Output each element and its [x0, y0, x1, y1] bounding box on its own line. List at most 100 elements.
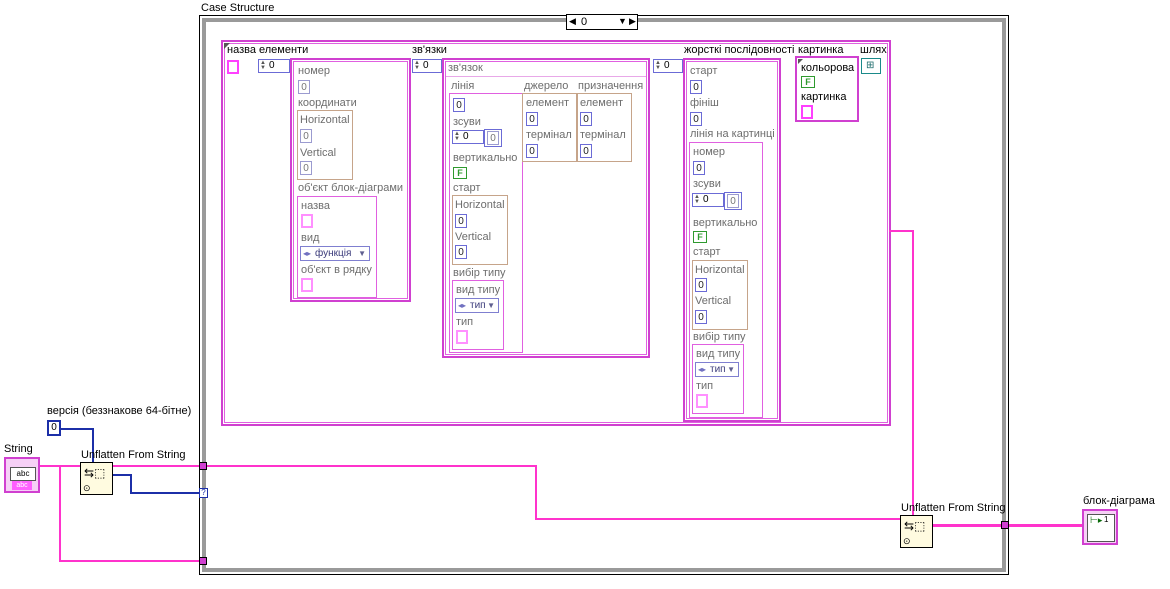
block-diagram-num-icon: 1: [1104, 515, 1109, 524]
links-dest-terminal-value[interactable]: 0: [580, 144, 592, 158]
picture-color-bool[interactable]: F: [801, 76, 815, 88]
rigid-horizontal-value[interactable]: 0: [695, 278, 707, 292]
names-string[interactable]: [227, 60, 239, 74]
names-name-string[interactable]: [301, 214, 313, 228]
links-shifts-value[interactable]: 0: [487, 131, 499, 145]
version-control-label: версія (беззнакове 64-бітне): [47, 405, 192, 417]
rigid-start2-label: старт: [693, 246, 721, 258]
rigid-shifts-spin-icon[interactable]: ▲▼: [694, 194, 700, 205]
names-row-object-string[interactable]: [301, 278, 313, 292]
block-diagram-glyph: ⊢▸ 1: [1087, 514, 1115, 542]
rigid-type-kind-enum[interactable]: ◂▸ тип ▼: [695, 362, 739, 377]
selector-prev-icon[interactable]: ◀: [569, 16, 576, 26]
dropdown-arrow-icon: ▼: [358, 249, 366, 258]
unflatten2-label: Unflatten From String: [901, 502, 1006, 514]
rigid-vertical2-value[interactable]: 0: [695, 310, 707, 324]
rigid-shifts-index[interactable]: ▲▼ 0: [692, 193, 724, 207]
picture-string[interactable]: [801, 105, 813, 119]
label-names: назва елементи: [227, 44, 309, 56]
case-selector-terminal[interactable]: ?: [199, 488, 208, 498]
label-path: шлях: [860, 44, 887, 56]
cluster-corner-icon: [224, 43, 230, 49]
rigid-number-label: номер: [693, 146, 725, 158]
links-vertical2-label: Vertical: [455, 231, 492, 243]
selector-value: 0: [581, 16, 588, 28]
names-array-index[interactable]: ▲▼ 0: [258, 59, 290, 73]
links-dest-terminal-label: термінал: [580, 129, 626, 141]
string-wire: [40, 465, 82, 467]
rigid-array-index[interactable]: ▲▼ 0: [653, 59, 683, 73]
path-constant[interactable]: ⊞: [861, 58, 881, 74]
links-horizontal-value[interactable]: 0: [455, 214, 467, 228]
tunnel-string[interactable]: [199, 462, 207, 470]
names-horizontal-value[interactable]: 0: [300, 129, 312, 143]
block-diagram-indicator[interactable]: ⊢▸ 1: [1082, 509, 1118, 545]
selector-dropdown-icon[interactable]: ▼: [618, 16, 627, 26]
rigid-array-spin-icon[interactable]: ▲▼: [655, 60, 661, 71]
names-number-value[interactable]: 0: [298, 80, 310, 94]
rigid-vertical-label: вертикально: [693, 217, 758, 229]
links-dest-element-label: елемент: [580, 97, 624, 109]
names-bd-object-label: об'єкт блок-діаграми: [298, 182, 404, 194]
names-array-frame-inner: [293, 61, 408, 299]
links-type-value[interactable]: [456, 330, 468, 344]
string-control[interactable]: abc abc: [4, 457, 40, 493]
rigid-type-value[interactable]: [696, 394, 708, 408]
enum-arrows-icon: ◂▸: [458, 301, 467, 310]
links-source-label: джерело: [524, 80, 569, 92]
unflatten2-node[interactable]: ⇆⬚ ⊙: [900, 515, 933, 548]
links-dest-label: призначення: [578, 80, 644, 92]
label-rigid: жорсткі послідовності: [684, 44, 795, 56]
tunnel-string-bottom[interactable]: [199, 557, 207, 565]
names-row-object-label: об'єкт в рядку: [301, 264, 372, 276]
links-horizontal-label: Horizontal: [455, 199, 505, 211]
rigid-type-select-label: вибір типу: [693, 331, 746, 343]
names-array-spin-icon[interactable]: ▲▼: [260, 60, 266, 71]
rigid-type-kind-label: вид типу: [696, 348, 741, 360]
cluster-wire-down: [912, 230, 914, 520]
names-kind-enum[interactable]: ◂▸ функція ▼: [300, 246, 370, 261]
links-type-kind-enum[interactable]: ◂▸ тип ▼: [455, 298, 499, 313]
links-dest-element-value[interactable]: 0: [580, 112, 592, 126]
links-type-select-label: вибір типу: [453, 267, 506, 279]
unflatten-icon: ⇆⬚: [84, 466, 106, 480]
string-wire-passthrough: [112, 465, 537, 467]
rigid-start-value[interactable]: 0: [690, 80, 702, 94]
version-wire-down: [92, 428, 94, 465]
links-type-label: тип: [456, 316, 474, 328]
links-terminal-value[interactable]: 0: [526, 144, 538, 158]
links-array-index[interactable]: ▲▼ 0: [412, 59, 442, 73]
rigid-number-value[interactable]: 0: [693, 161, 705, 175]
rigid-vertical-bool[interactable]: F: [693, 231, 707, 243]
rigid-shifts-value[interactable]: 0: [727, 194, 739, 208]
links-line-value[interactable]: 0: [453, 98, 465, 112]
links-array-frame-inner: [445, 61, 647, 355]
tunnel-output[interactable]: [1001, 521, 1009, 529]
links-vertical2-value[interactable]: 0: [455, 245, 467, 259]
links-shifts-spin-icon[interactable]: ▲▼: [454, 131, 460, 142]
string-wire-bottom: [59, 560, 201, 562]
enum-arrows-icon: ◂▸: [698, 365, 707, 374]
links-element-label: елемент: [526, 97, 570, 109]
version-control[interactable]: 0: [47, 420, 61, 436]
links-element-value[interactable]: 0: [526, 112, 538, 126]
links-shifts-index[interactable]: ▲▼ 0: [452, 130, 484, 144]
rigid-shifts-label: зсуви: [693, 178, 721, 190]
links-terminal-label: термінал: [526, 129, 572, 141]
links-array-spin-icon[interactable]: ▲▼: [414, 60, 420, 71]
case-selector[interactable]: ◀ 0 ▼ ▶: [566, 14, 638, 30]
selector-next-icon[interactable]: ▶: [629, 16, 636, 26]
links-vertical-bool[interactable]: F: [453, 167, 467, 179]
names-vertical-value[interactable]: 0: [300, 161, 312, 175]
error-terminal-icon: ⊙: [83, 483, 91, 493]
links-vertical-label: вертикально: [453, 152, 518, 164]
picture-corner-icon: [798, 59, 803, 64]
unflatten1-node[interactable]: ⇆⬚ ⊙: [80, 462, 113, 495]
enum-arrows-icon: ◂▸: [303, 249, 312, 258]
block-diagram-label: блок-діаграма: [1083, 495, 1155, 507]
unflatten1-label: Unflatten From String: [81, 449, 186, 461]
rigid-finish-value[interactable]: 0: [690, 112, 702, 126]
label-picture: картинка: [798, 44, 844, 56]
string-wire-to-unflatten2: [535, 518, 901, 520]
links-type-select-cluster: [452, 280, 504, 350]
